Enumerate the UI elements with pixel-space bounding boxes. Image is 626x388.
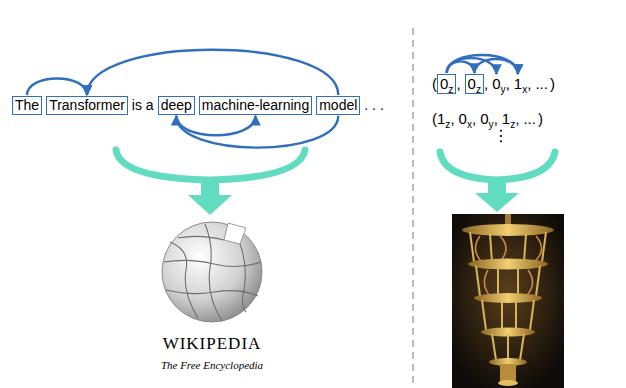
token-box: machine-learning bbox=[199, 96, 312, 115]
text-token: is a bbox=[132, 97, 154, 115]
token-box: model bbox=[316, 96, 360, 115]
text-token: , bbox=[494, 110, 498, 129]
merge-arrow-left bbox=[116, 150, 305, 215]
text-token: , bbox=[456, 75, 460, 94]
label-holder: ⋮ bbox=[493, 126, 509, 145]
token-text: Transformer bbox=[49, 97, 125, 113]
divider-line bbox=[412, 28, 414, 386]
text-token: ... bbox=[523, 110, 536, 129]
text-token: 0 bbox=[459, 110, 467, 129]
quantum-computer-photo bbox=[452, 214, 564, 388]
token-box: 0z bbox=[465, 74, 484, 94]
token-text: The bbox=[15, 97, 39, 113]
text-token: , bbox=[472, 110, 476, 129]
text-token: , bbox=[515, 110, 519, 129]
attention-arc bbox=[27, 79, 87, 95]
attention-arc bbox=[474, 59, 518, 74]
text-token: ) bbox=[550, 75, 555, 94]
subscript: z bbox=[476, 84, 481, 95]
subscript: x bbox=[467, 119, 472, 132]
subscript: z bbox=[445, 119, 450, 132]
text-token: , bbox=[484, 75, 488, 94]
text-token: ) bbox=[538, 110, 543, 129]
text-row: (1z,0x,0y,1z,...) bbox=[432, 110, 543, 129]
token-text: model bbox=[319, 97, 357, 113]
text-token: 0 bbox=[492, 75, 500, 94]
token-text: 0 bbox=[468, 75, 476, 92]
token-text: deep bbox=[161, 97, 192, 113]
wikipedia-globe bbox=[162, 222, 262, 322]
subscript: y bbox=[489, 119, 494, 132]
caption-text: ⋮ bbox=[493, 126, 509, 145]
text-token: , bbox=[527, 75, 531, 94]
text-token: 1 bbox=[437, 110, 445, 129]
caption-text: WIKIPEDIA bbox=[163, 334, 262, 353]
token-text: machine-learning bbox=[202, 97, 309, 113]
merge-arrow-right bbox=[440, 152, 555, 212]
label-holder: WIKIPEDIA bbox=[163, 334, 262, 354]
text-token: 1 bbox=[502, 110, 510, 129]
text-token: , bbox=[506, 75, 510, 94]
token-box: 0z bbox=[437, 74, 456, 94]
attention-arc bbox=[176, 116, 338, 148]
attention-arc bbox=[87, 50, 338, 95]
token-box: deep bbox=[158, 96, 195, 115]
text-token: ... bbox=[535, 75, 548, 94]
text-row: The Transformer is a deep machine-learning mo… bbox=[12, 96, 384, 115]
subscript: z bbox=[510, 119, 515, 132]
text-token: 1 bbox=[514, 75, 522, 94]
caption-text: The Free Encyclopedia bbox=[161, 359, 263, 371]
subscript: y bbox=[501, 84, 506, 97]
text-row: (0z,0z,0y,1x,...) bbox=[432, 74, 555, 94]
text-token: , bbox=[450, 110, 454, 129]
text-token: . . . bbox=[364, 97, 383, 115]
subscript: x bbox=[522, 84, 527, 97]
label-holder: The Free Encyclopedia bbox=[161, 355, 263, 373]
text-token: 0 bbox=[480, 110, 488, 129]
token-text: 0 bbox=[440, 75, 448, 92]
attention-arc bbox=[447, 55, 518, 74]
subscript: z bbox=[448, 84, 453, 95]
text-token: ( bbox=[432, 110, 437, 129]
token-box: The bbox=[12, 96, 42, 115]
token-box: Transformer bbox=[46, 96, 128, 115]
